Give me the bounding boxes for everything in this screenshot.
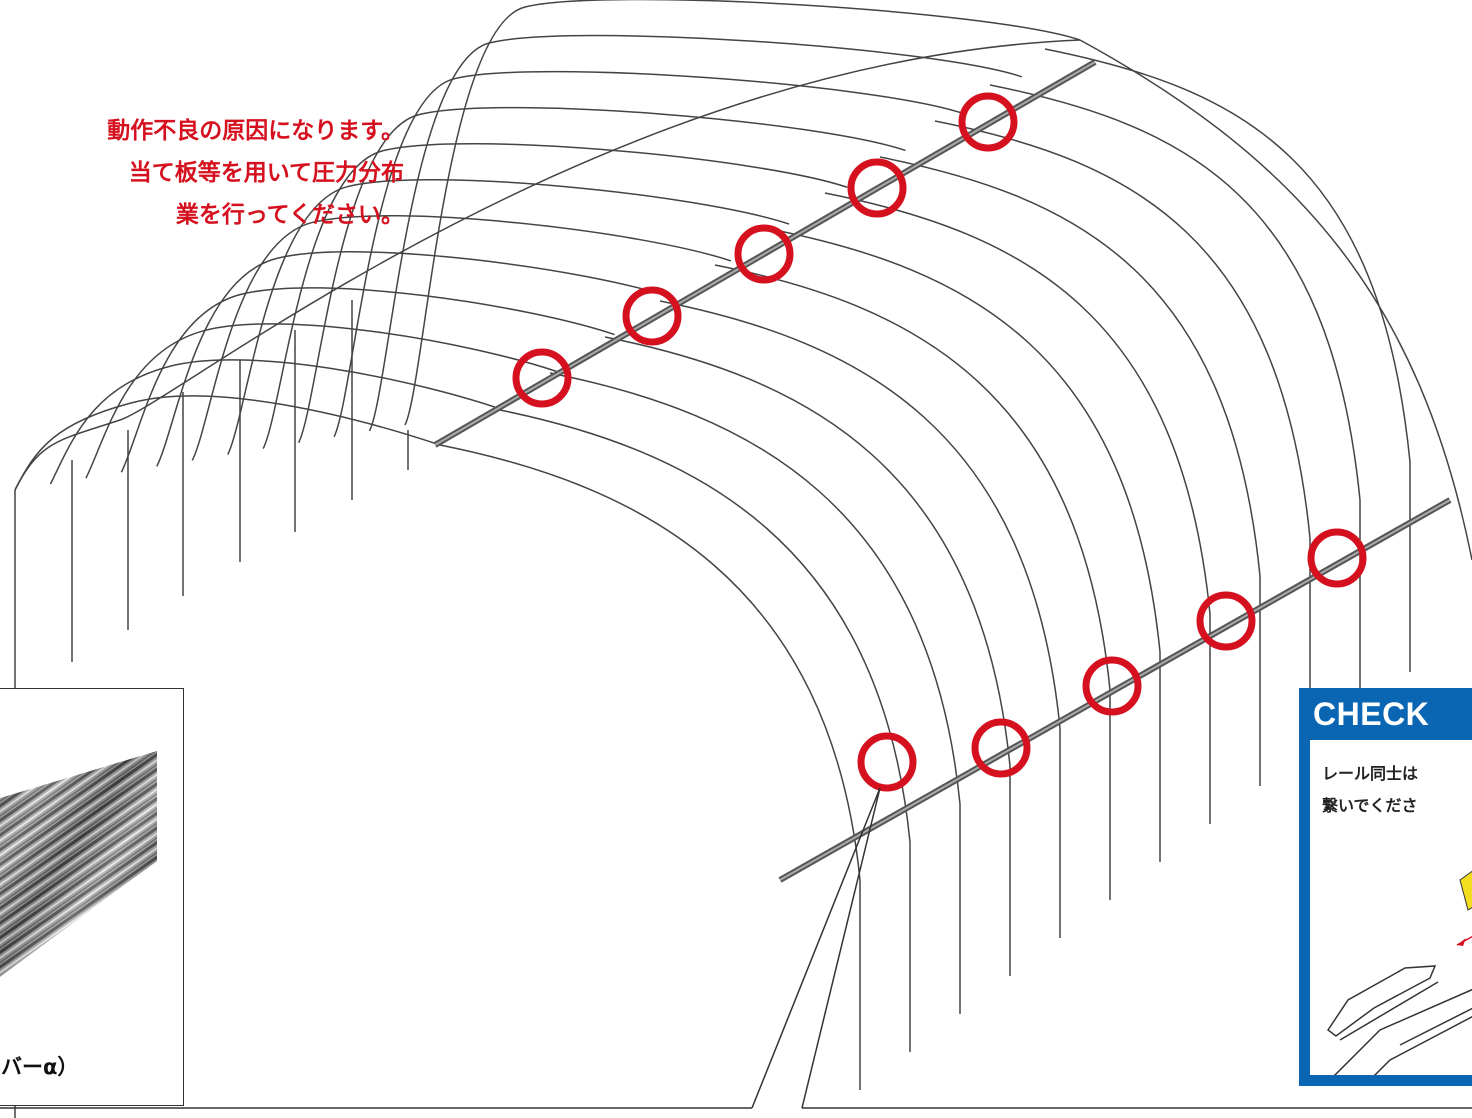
warning-line-2: 当て板等を用いて圧力分布 [128,160,404,186]
marker-circle [857,732,917,792]
main-arch [549,372,961,805]
main-arch [824,192,1211,615]
rail-bars [433,59,1452,883]
back-arch [191,215,732,461]
marker-circle [958,92,1018,152]
callout-line [801,787,881,1109]
red-circle-markers [512,92,1367,792]
marker-circle [512,348,572,408]
marker-circle [622,286,682,346]
end-arch [1079,39,1472,561]
check-title: CHECK [1313,696,1430,732]
upper-rail-highlight [434,61,1096,446]
greenhouse-arches [14,0,1411,881]
rail-closeup-image [0,751,157,977]
back-arch [404,0,1081,426]
back-arch [368,34,1023,432]
warning-line-3: 業を行ってください。 [175,202,404,228]
marker-circle [971,718,1031,778]
main-arch [439,444,861,881]
back-arch [297,106,906,444]
main-arch [659,300,1061,729]
right-side-posts [859,462,1411,1090]
ridge-purlin [14,39,1472,561]
check-inner-panel: レール同士は 繋いでくださ [1310,740,1472,1075]
marker-circle [734,224,794,284]
marker-circle [847,158,907,218]
check-line-2: 繋いでくださ [1322,796,1418,815]
marker-circle [1082,656,1142,716]
main-arch [769,228,1161,653]
back-arch [14,395,441,491]
main-arch [934,120,1311,539]
back-arch [156,251,673,467]
rail-joint-illustration [1326,870,1472,1075]
back-arch [49,359,499,485]
ridge-line [14,39,1081,491]
main-arch [714,264,1111,691]
check-line-1: レール同士は [1322,764,1419,783]
main-arch [879,156,1261,577]
check-panel: CHECK レール同士は 繋いでくださ [1299,688,1472,1086]
back-arch [262,142,848,449]
marker-circle [1307,528,1367,588]
callout-lines [0,787,1472,1109]
main-arch [604,336,1011,767]
warning-line-1: 動作不良の原因になります。 [107,118,404,144]
main-arch [494,408,911,843]
rail-closeup-inset: バーα） [0,688,184,1106]
back-arch [227,178,790,455]
lower-rail-highlight [779,499,1451,881]
warning-text: 動作不良の原因になります。 当て板等を用いて圧力分布 業を行ってください。 [0,110,404,236]
check-text: レール同士は 繋いでくださ [1322,758,1418,822]
main-arch [1044,48,1411,463]
back-arch [333,70,964,438]
back-arch [120,287,615,473]
main-arch [989,84,1361,501]
inset-caption: バーα） [1,1055,79,1079]
callout-line [751,787,881,1109]
marker-circle [1196,591,1256,651]
